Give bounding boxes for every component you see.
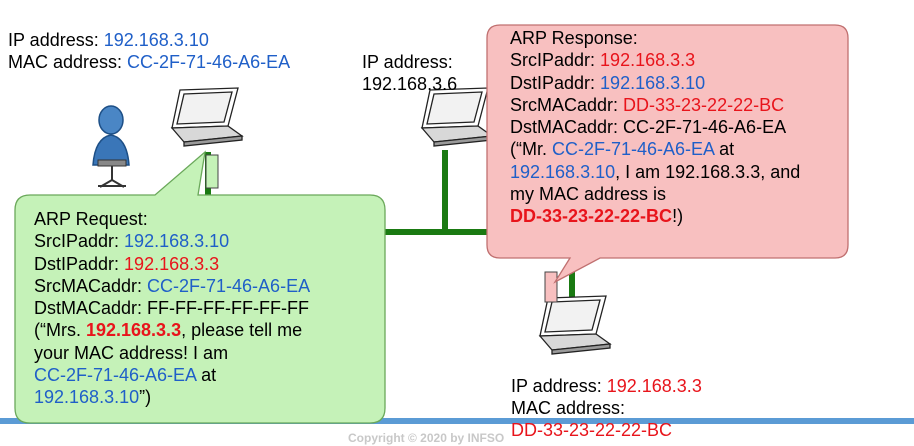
msg-ip-bold: 192.168.3.3	[85, 320, 182, 341]
arp-response-bubble	[486, 24, 849, 284]
host-a-ip-line: IP address: 192.168.3.10	[8, 29, 209, 51]
arp-response-src-mac: SrcMACaddr: DD-33-23-22-22-BC	[510, 94, 800, 116]
src-mac-value: DD-33-23-22-22-BC	[623, 94, 785, 115]
arp-response-msg-line-4: DD-33-23-22-22-BC!)	[510, 205, 800, 227]
dst-ip-value: 192.168.3.3	[124, 253, 220, 274]
arp-request-bubble	[14, 150, 386, 424]
host-b-ip-value: 192.168.3.6	[362, 74, 458, 94]
arp-response-dst-mac: DstMACaddr: CC-2F-71-46-A6-EA	[510, 116, 800, 138]
arp-response-msg-line-3: my MAC address is	[510, 184, 667, 205]
arp-response-title: ARP Response:	[510, 28, 638, 48]
copyright-text: Copyright © 2020 by INFSO	[348, 431, 505, 445]
request-packet	[205, 154, 219, 189]
arp-request-msg-line-3: CC-2F-71-46-A6-EA at	[34, 364, 310, 386]
dst-mac-label: DstMACaddr:	[510, 117, 624, 138]
msg-mac: CC-2F-71-46-A6-EA	[552, 139, 715, 160]
dst-ip-label: DstIPaddr:	[510, 72, 601, 93]
arp-response-dst-ip: DstIPaddr: 192.168.3.10	[510, 72, 800, 94]
arp-response-msg-line-2: 192.168.3.10, I am 192.168.3.3, and	[510, 161, 800, 183]
arp-request-title: ARP Request:	[34, 209, 148, 229]
src-ip-value: 192.168.3.3	[600, 50, 696, 71]
host-c-mac-value: DD-33-23-22-22-BC	[511, 420, 673, 440]
host-c-mac-label: MAC address:	[511, 398, 626, 418]
msg-mac-bold: DD-33-23-22-22-BC	[510, 206, 673, 227]
msg-text: !)	[672, 206, 684, 227]
host-a-mac-line: MAC address: CC-2F-71-46-A6-EA	[8, 51, 290, 73]
msg-text: (“Mr.	[510, 139, 552, 160]
arp-request-src-ip: SrcIPaddr: 192.168.3.10	[34, 230, 310, 252]
host-c-ip-line: IP address: 192.168.3.3	[511, 375, 702, 397]
host-a-ip-value: 192.168.3.10	[103, 30, 209, 50]
laptop-icon-host-b	[420, 87, 494, 147]
src-mac-label: SrcMACaddr:	[34, 275, 148, 296]
response-packet	[544, 271, 558, 303]
src-ip-label: SrcIPaddr:	[34, 231, 125, 252]
host-a-ip-label: IP address:	[8, 30, 104, 50]
msg-ip: 192.168.3.10	[510, 161, 616, 182]
user-person-icon	[92, 105, 130, 188]
dst-ip-label: DstIPaddr:	[34, 253, 125, 274]
dst-ip-value: 192.168.3.10	[600, 72, 706, 93]
arp-request-msg-line-1: (“Mrs. 192.168.3.3, please tell me	[34, 319, 310, 341]
msg-text: at	[714, 139, 735, 160]
msg-text: , I am 192.168.3.3, and	[615, 161, 801, 182]
arp-request-src-mac: SrcMACaddr: CC-2F-71-46-A6-EA	[34, 275, 310, 297]
msg-ip: 192.168.3.10	[34, 387, 140, 408]
src-mac-label: SrcMACaddr:	[510, 94, 624, 115]
dst-mac-label: DstMACaddr:	[34, 298, 148, 319]
msg-mac: CC-2F-71-46-A6-EA	[34, 365, 197, 386]
arp-request-msg-line-2: your MAC address! I am	[34, 342, 229, 363]
arp-request-text: ARP Request: SrcIPaddr: 192.168.3.10 Dst…	[34, 208, 310, 409]
src-ip-label: SrcIPaddr:	[510, 50, 601, 71]
msg-text: , please tell me	[181, 320, 303, 341]
dst-mac-value: CC-2F-71-46-A6-EA	[623, 117, 787, 138]
msg-text: (“Mrs.	[34, 320, 86, 341]
src-mac-value: CC-2F-71-46-A6-EA	[147, 275, 311, 296]
arp-response-msg-line-1: (“Mr. CC-2F-71-46-A6-EA at	[510, 138, 800, 160]
host-c-ip-label: IP address:	[511, 376, 607, 396]
arp-request-msg-line-4: 192.168.3.10”)	[34, 386, 310, 408]
host-c-ip-value: 192.168.3.3	[606, 376, 702, 396]
arp-response-text: ARP Response: SrcIPaddr: 192.168.3.3 Dst…	[510, 27, 800, 228]
arp-response-src-ip: SrcIPaddr: 192.168.3.3	[510, 49, 800, 71]
laptop-icon-host-c	[538, 295, 612, 355]
arp-request-dst-ip: DstIPaddr: 192.168.3.3	[34, 253, 310, 275]
dst-mac-value: FF-FF-FF-FF-FF-FF	[147, 298, 309, 319]
msg-text: at	[196, 365, 217, 386]
host-a-mac-value: CC-2F-71-46-A6-EA	[127, 52, 291, 72]
host-a-mac-label: MAC address:	[8, 52, 128, 72]
src-ip-value: 192.168.3.10	[124, 231, 230, 252]
arp-request-dst-mac: DstMACaddr: FF-FF-FF-FF-FF-FF	[34, 297, 310, 319]
msg-text: ”)	[139, 387, 152, 408]
footer-bar	[0, 418, 914, 424]
laptop-icon-host-a	[170, 87, 244, 147]
host-b-ip-label: IP address:	[362, 52, 453, 72]
